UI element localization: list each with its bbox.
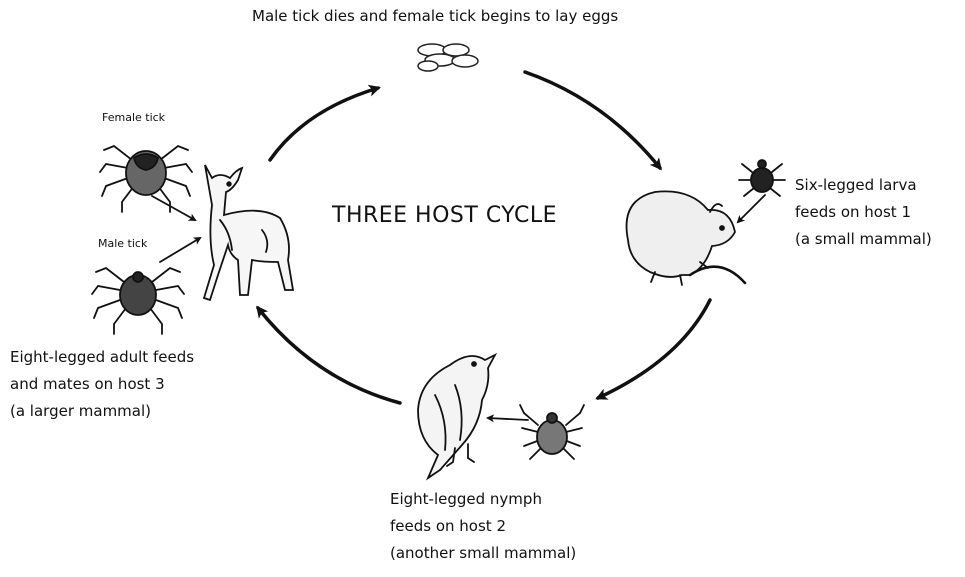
- female-tick-label: Female tick: [102, 111, 166, 124]
- adult-label-line: (a larger mammal): [10, 402, 151, 420]
- rodent-illustration: [625, 190, 747, 286]
- tick-to-host-arrow: [486, 414, 529, 423]
- larva-label-line: Six-legged larva: [795, 176, 917, 194]
- egg-stage-caption: Male tick dies and female tick begins to…: [252, 7, 619, 25]
- cycle-arrow: [595, 298, 712, 400]
- larva-tick-icon: [738, 159, 786, 197]
- female-tick-icon: [99, 144, 193, 213]
- cycle-arrow: [268, 84, 381, 162]
- larva-label-line: (a small mammal): [795, 230, 932, 248]
- bird-illustration: [417, 352, 498, 481]
- adult-label-line: and mates on host 3: [10, 375, 165, 393]
- cycle-arrow: [256, 305, 402, 405]
- egg-cluster-icon: [417, 43, 479, 72]
- nymph-tick-icon: [519, 404, 585, 460]
- adult-label-line: Eight-legged adult feeds: [10, 348, 195, 366]
- male-tick-icon: [91, 266, 185, 335]
- adult-stage-label: Eight-legged adult feeds and mates on ho…: [10, 344, 194, 425]
- nymph-label-line: Eight-legged nymph: [390, 490, 542, 508]
- deer-illustration: [202, 164, 295, 302]
- larva-label-line: feeds on host 1: [795, 203, 911, 221]
- cycle-arrow: [523, 70, 662, 171]
- nymph-label-line: (another small mammal): [390, 544, 577, 562]
- tick-to-host-arrow: [159, 236, 202, 263]
- tick-to-host-arrow: [151, 195, 197, 221]
- nymph-stage-label: Eight-legged nymph feeds on host 2 (anot…: [390, 486, 576, 567]
- nymph-label-line: feeds on host 2: [390, 517, 506, 535]
- cycle-arrows: [256, 70, 712, 405]
- diagram-title: THREE HOST CYCLE: [332, 203, 558, 228]
- tick-to-host-arrow: [736, 194, 766, 224]
- larva-stage-label: Six-legged larva feeds on host 1 (a smal…: [795, 172, 932, 253]
- male-tick-label: Male tick: [98, 237, 148, 250]
